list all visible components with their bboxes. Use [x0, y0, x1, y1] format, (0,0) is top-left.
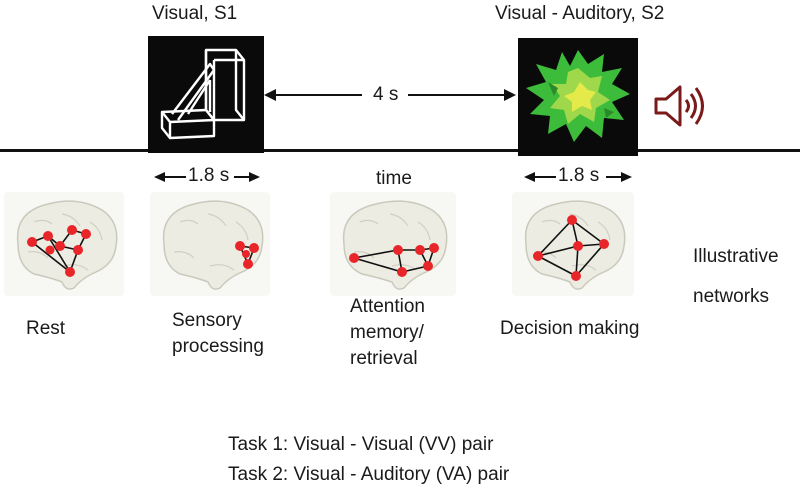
interval-arrow	[264, 89, 516, 101]
caption-line: retrieval	[350, 348, 418, 369]
time-label: time	[376, 168, 412, 189]
brain-network-sensory	[150, 192, 270, 296]
caption-line: Rest	[26, 318, 66, 339]
caption-line: Attention	[350, 296, 425, 317]
visual-stimulus-s2	[518, 38, 638, 156]
caption-attention: Attention memory/ retrieval	[350, 294, 425, 372]
caption-line: processing	[172, 336, 264, 357]
stimulus-s2-label: Visual - Auditory, S2	[495, 3, 665, 24]
caption-sensory: Sensory processing	[172, 308, 264, 360]
timeline-axis	[0, 149, 800, 152]
caption-line: Decision making	[500, 318, 640, 339]
stimulus-s1-label: Visual, S1	[152, 3, 238, 24]
line-drawing-object	[160, 48, 246, 140]
illustrative-networks-label-line1: Illustrative	[693, 246, 779, 267]
caption-rest: Rest	[26, 317, 65, 340]
illustrative-networks-label-line2: networks	[693, 286, 770, 307]
caption-decision: Decision making	[500, 317, 639, 340]
speaker-icon	[654, 85, 704, 127]
task-2-description: Task 2: Visual - Auditory (VA) pair	[228, 464, 510, 485]
visual-stimulus-s1	[148, 36, 264, 153]
brain-network-attention	[330, 192, 456, 296]
abstract-blob-image	[526, 50, 630, 142]
brain-network-decision	[512, 192, 634, 296]
duration-s2-label: 1.8 s	[558, 165, 600, 186]
duration-s1-label: 1.8 s	[188, 165, 230, 186]
task-1-description: Task 1: Visual - Visual (VV) pair	[228, 434, 494, 455]
caption-line: memory/	[350, 322, 424, 343]
caption-line: Sensory	[172, 310, 242, 331]
brain-network-rest	[4, 192, 124, 296]
duration-arrow-s1	[154, 172, 260, 182]
duration-arrow-s2	[524, 172, 632, 182]
interval-label: 4 s	[373, 84, 399, 105]
